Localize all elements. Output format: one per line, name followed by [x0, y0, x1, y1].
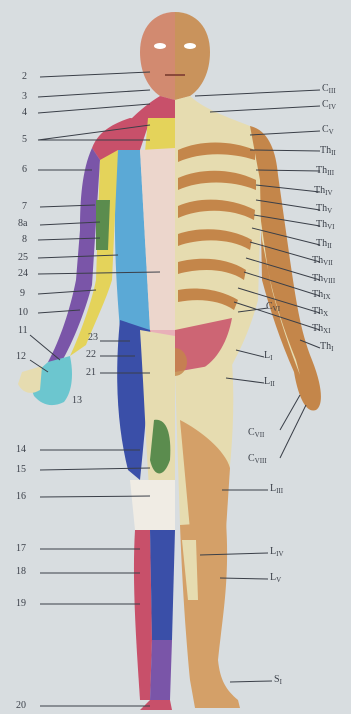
label-right: ThX — [312, 307, 328, 319]
label-right: LII — [264, 377, 275, 389]
label-right: ThVIII — [312, 274, 335, 286]
head-right — [175, 12, 210, 100]
label-left: 8a — [18, 219, 27, 229]
label-left: 14 — [16, 445, 26, 455]
label-right: LI — [264, 351, 272, 363]
head-left — [140, 12, 175, 100]
right-body-half — [175, 12, 321, 708]
arm-right — [250, 126, 321, 411]
label-left: 15 — [16, 465, 26, 475]
label-right: ThVII — [312, 256, 333, 268]
label-right: CIV — [322, 100, 336, 112]
label-right: ThI — [320, 342, 333, 354]
label-left: 7 — [22, 202, 27, 212]
label-right: CVI — [266, 302, 280, 314]
label-left: 16 — [16, 492, 26, 502]
leg-left — [134, 530, 152, 700]
label-left: 17 — [16, 544, 26, 554]
label-right: LV — [270, 573, 281, 585]
label-right: CVII — [248, 428, 264, 440]
label-left: 2 — [22, 72, 27, 82]
label-right: ThVI — [316, 220, 335, 232]
label-right: ThV — [316, 204, 332, 216]
label-left: 21 — [86, 368, 96, 378]
label-left: 6 — [22, 165, 27, 175]
label-right: CVIII — [248, 454, 267, 466]
label-left: 18 — [16, 567, 26, 577]
label-right: CIII — [322, 84, 336, 96]
label-right: ThII — [320, 146, 336, 158]
eye-left — [154, 43, 166, 49]
label-left: 23 — [88, 333, 98, 343]
left-body-half — [18, 12, 196, 710]
label-right: LIII — [270, 484, 283, 496]
label-left: 22 — [86, 350, 96, 360]
neck-left — [130, 96, 175, 120]
label-right: ThIII — [316, 166, 334, 178]
label-right: CV — [322, 125, 334, 137]
label-left: 25 — [18, 253, 28, 263]
label-left: 8 — [22, 235, 27, 245]
label-left: 5 — [22, 135, 27, 145]
label-left: 11 — [18, 326, 28, 336]
label-right: SI — [274, 675, 282, 687]
label-left: 24 — [18, 269, 28, 279]
label-left: 19 — [16, 599, 26, 609]
label-left: 9 — [20, 289, 25, 299]
label-left: 3 — [22, 92, 27, 102]
label-right: LIV — [270, 547, 284, 559]
label-right: ThXI — [312, 324, 331, 336]
label-left: 4 — [22, 108, 27, 118]
label-left: 12 — [16, 352, 26, 362]
label-left: 20 — [16, 701, 26, 711]
label-left: 10 — [18, 308, 28, 318]
label-right: ThII — [316, 239, 332, 251]
label-right: ThIV — [314, 186, 333, 198]
label-right: ThIX — [312, 290, 331, 302]
label-left: 13 — [72, 396, 82, 406]
